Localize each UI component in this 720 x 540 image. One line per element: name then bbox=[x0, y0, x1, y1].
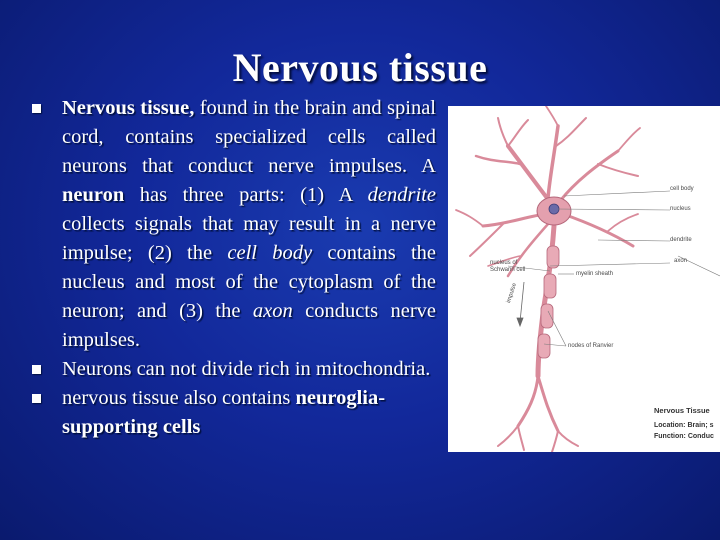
bullet-list: Nervous tissue, found in the brain and s… bbox=[26, 94, 436, 442]
term-axon: axon bbox=[252, 300, 293, 322]
text-run: conducts nerve impulses. bbox=[62, 300, 436, 351]
bullet-text: Neurons can not divide rich in mitochond… bbox=[62, 358, 431, 380]
label-axon: axon bbox=[674, 258, 688, 264]
text-run: found in the brain and spinal cord, cont… bbox=[62, 97, 436, 177]
figure-caption-function: Function: Conduc bbox=[654, 433, 714, 440]
term-cell-body: cell body bbox=[227, 242, 313, 264]
square-bullet-icon bbox=[32, 365, 41, 374]
label-dendrite: dendrite bbox=[670, 237, 692, 243]
bullet-item: Nervous tissue, found in the brain and s… bbox=[26, 94, 436, 355]
text-run: contains the nucleus and most of the cyt… bbox=[62, 242, 436, 322]
term-neuron: neuron bbox=[62, 184, 125, 206]
bullet-item: nervous tissue also contains neuroglia- … bbox=[26, 384, 436, 442]
neuron-illustration bbox=[455, 106, 720, 452]
label-nucleus: nucleus bbox=[670, 206, 691, 212]
term-dendrite: dendrite bbox=[367, 184, 436, 206]
text-run: collects signals that may result in a ne… bbox=[62, 213, 436, 264]
label-myelin-sheath: myelin sheath bbox=[576, 271, 614, 277]
square-bullet-icon bbox=[32, 104, 41, 113]
text-run: has three parts: (1) A bbox=[124, 184, 368, 206]
term-neuroglia: neuroglia- supporting cells bbox=[62, 387, 386, 438]
square-bullet-icon bbox=[32, 394, 41, 403]
label-cell-body: cell body bbox=[670, 186, 694, 192]
label-nodes-of-ranvier: nodes of Ranvier bbox=[568, 343, 614, 349]
term-nervous-tissue: Nervous tissue, bbox=[62, 97, 195, 119]
text-run: nervous tissue also contains bbox=[62, 387, 296, 409]
figure-caption-title: Nervous Tissue bbox=[654, 406, 710, 415]
label-schwann-nucleus: nucleus of Schwann cell bbox=[490, 260, 526, 273]
bullet-text: Nervous tissue, found in the brain and s… bbox=[62, 94, 436, 355]
figure-caption-location: Location: Brain; s bbox=[654, 422, 714, 429]
bullet-item: Neurons can not divide rich in mitochond… bbox=[26, 355, 436, 384]
slide-title: Nervous tissue bbox=[232, 45, 488, 90]
neuron-diagram: cell body nucleus dendrite axon nucleus … bbox=[448, 106, 720, 452]
bullet-text: nervous tissue also contains neuroglia- … bbox=[62, 384, 436, 442]
